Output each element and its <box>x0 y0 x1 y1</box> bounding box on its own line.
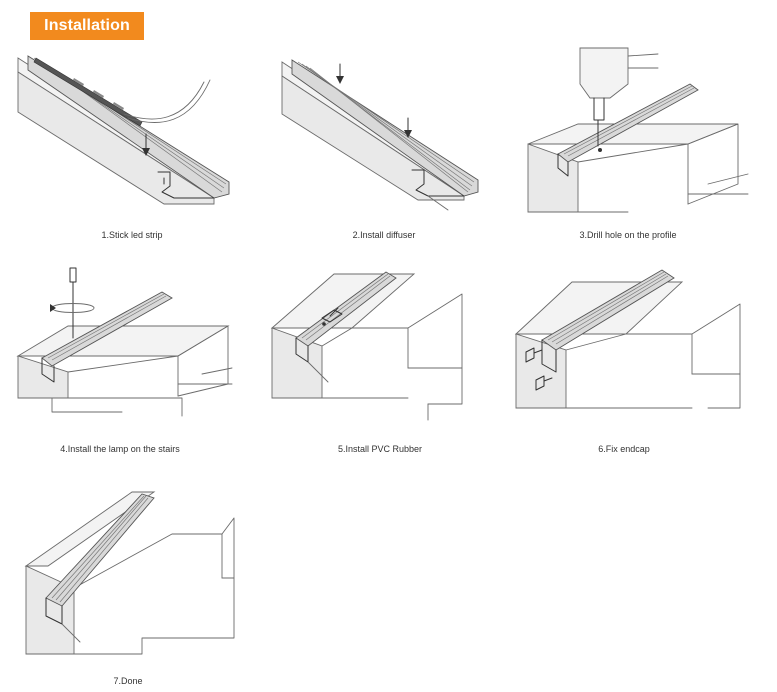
step-7: 7.Done <box>22 488 262 688</box>
step-1: 1.Stick led strip <box>14 52 244 240</box>
step-3: 3.Drill hole on the profile <box>518 44 758 240</box>
step-2-caption: 2.Install diffuser <box>352 230 416 240</box>
step-6-caption: 6.Fix endcap <box>598 444 650 454</box>
step-3-caption: 3.Drill hole on the profile <box>579 230 677 240</box>
installation-title: Installation <box>44 17 130 34</box>
step-5-illustration <box>270 271 463 421</box>
step-6: 6.Fix endcap <box>512 264 752 454</box>
installation-header: Installation <box>30 12 144 40</box>
step-3-illustration <box>527 47 749 213</box>
step-7-illustration <box>24 491 235 655</box>
step-1-illustration <box>17 55 230 205</box>
step-6-illustration <box>514 269 741 409</box>
step-5: 5.Install PVC Rubber <box>268 264 508 454</box>
step-5-caption: 5.Install PVC Rubber <box>337 444 423 454</box>
step-1-caption: 1.Stick led strip <box>101 230 163 240</box>
step-4-caption: 4.Install the lamp on the stairs <box>60 444 180 454</box>
step-2-illustration <box>281 59 479 211</box>
step-2: 2.Install diffuser <box>268 52 498 240</box>
step-4: 4.Install the lamp on the stairs <box>12 264 252 454</box>
step-4-illustration <box>16 267 233 417</box>
step-7-caption: 7.Done <box>113 676 143 686</box>
